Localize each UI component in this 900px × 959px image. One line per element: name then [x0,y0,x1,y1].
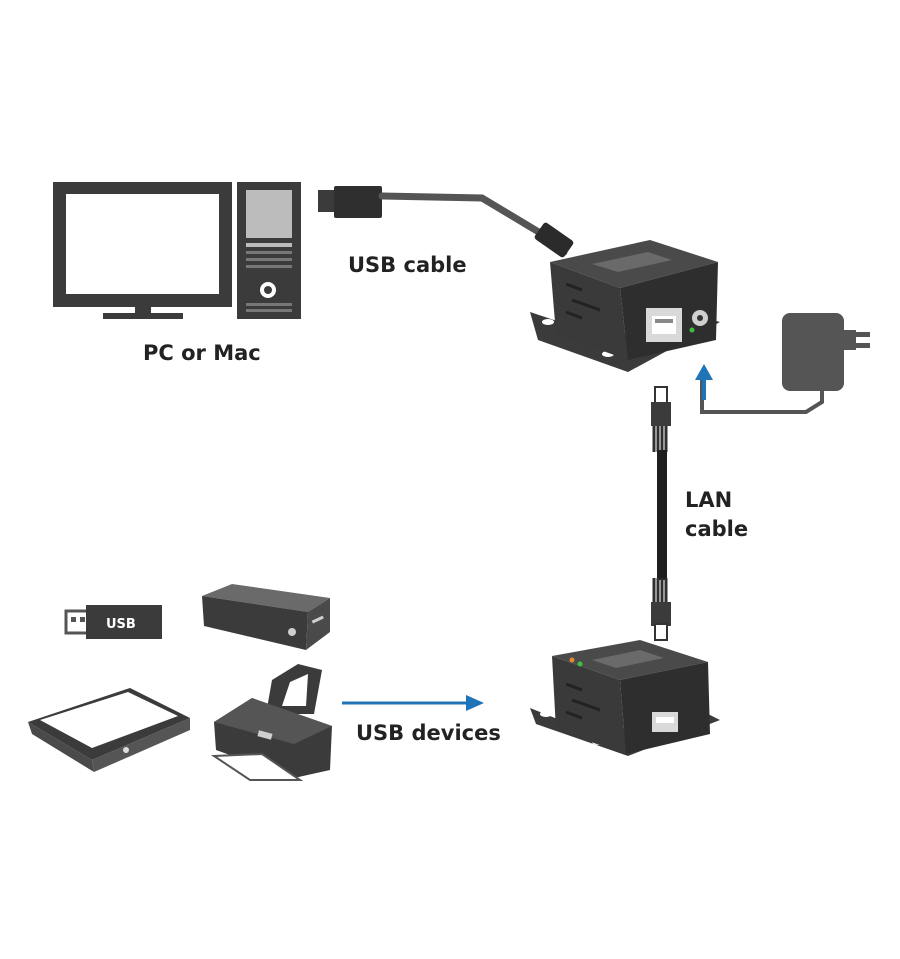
lan-cable-label-line2: cable [685,517,749,541]
remote-extender-unit [530,640,720,756]
printer-icon [210,664,332,781]
usb-devices-arrow [342,695,484,711]
lan-cable-label-line1: LAN [685,488,733,512]
usb-cable-label: USB cable [348,253,467,277]
usb-stick-icon: USB [64,605,162,639]
lan-cable [651,386,671,641]
pc-tower-icon [237,182,301,319]
usb-plug-icon [318,186,574,258]
power-adapter-icon [700,313,870,414]
usb-stick-label: USB [106,617,136,632]
local-extender-unit [530,240,720,372]
scanner-icon [28,688,190,772]
usb-devices-label: USB devices [356,721,501,745]
monitor-icon [53,182,232,319]
pc-label: PC or Mac [143,341,261,365]
power-bank-icon [202,584,330,650]
power-arrow [695,364,713,400]
